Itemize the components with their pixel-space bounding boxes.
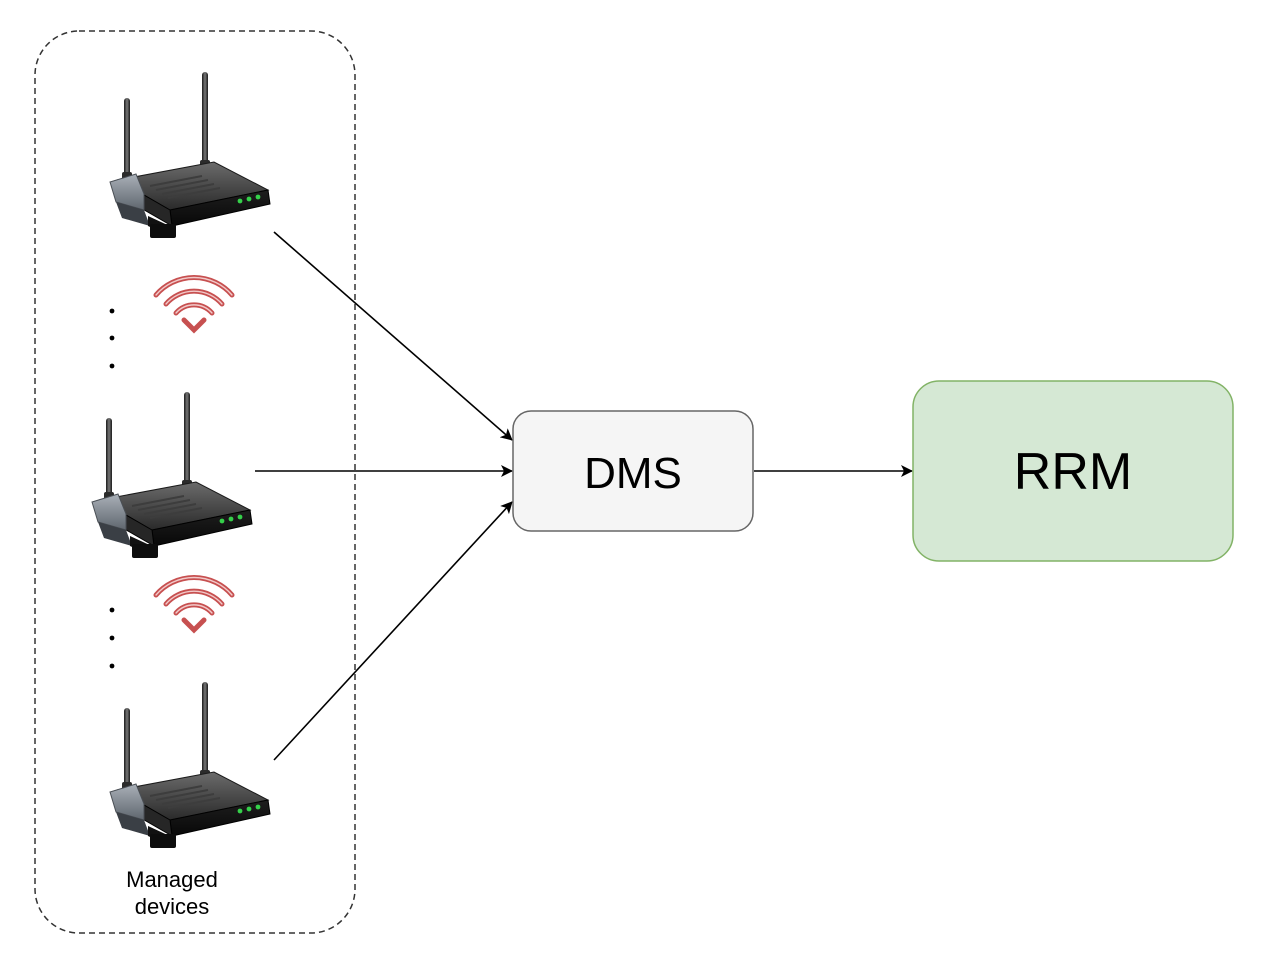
rrm-box — [912, 380, 1234, 562]
rrm-label: RRM — [1014, 443, 1132, 501]
vertical-ellipsis-icon — [109, 607, 115, 669]
wifi-signal-icon — [156, 277, 232, 332]
wifi-signal-icon — [156, 577, 232, 632]
rrm-node: RRM — [912, 380, 1234, 562]
dms-label: DMS — [584, 449, 682, 498]
group-label-line-2: devices — [135, 894, 210, 919]
vertical-ellipsis-icon — [109, 308, 115, 369]
wireless-router-icon — [91, 391, 253, 559]
wireless-router-icon — [109, 71, 271, 239]
wireless-router-icon — [109, 681, 271, 849]
edge-router-1-to-dms — [273, 231, 513, 441]
dms-node: DMS — [512, 410, 754, 532]
group-label-line-1: Managed — [126, 867, 218, 892]
edge-router-3-to-dms — [273, 501, 513, 761]
dms-box — [512, 410, 754, 532]
managed-devices-group — [34, 30, 356, 934]
